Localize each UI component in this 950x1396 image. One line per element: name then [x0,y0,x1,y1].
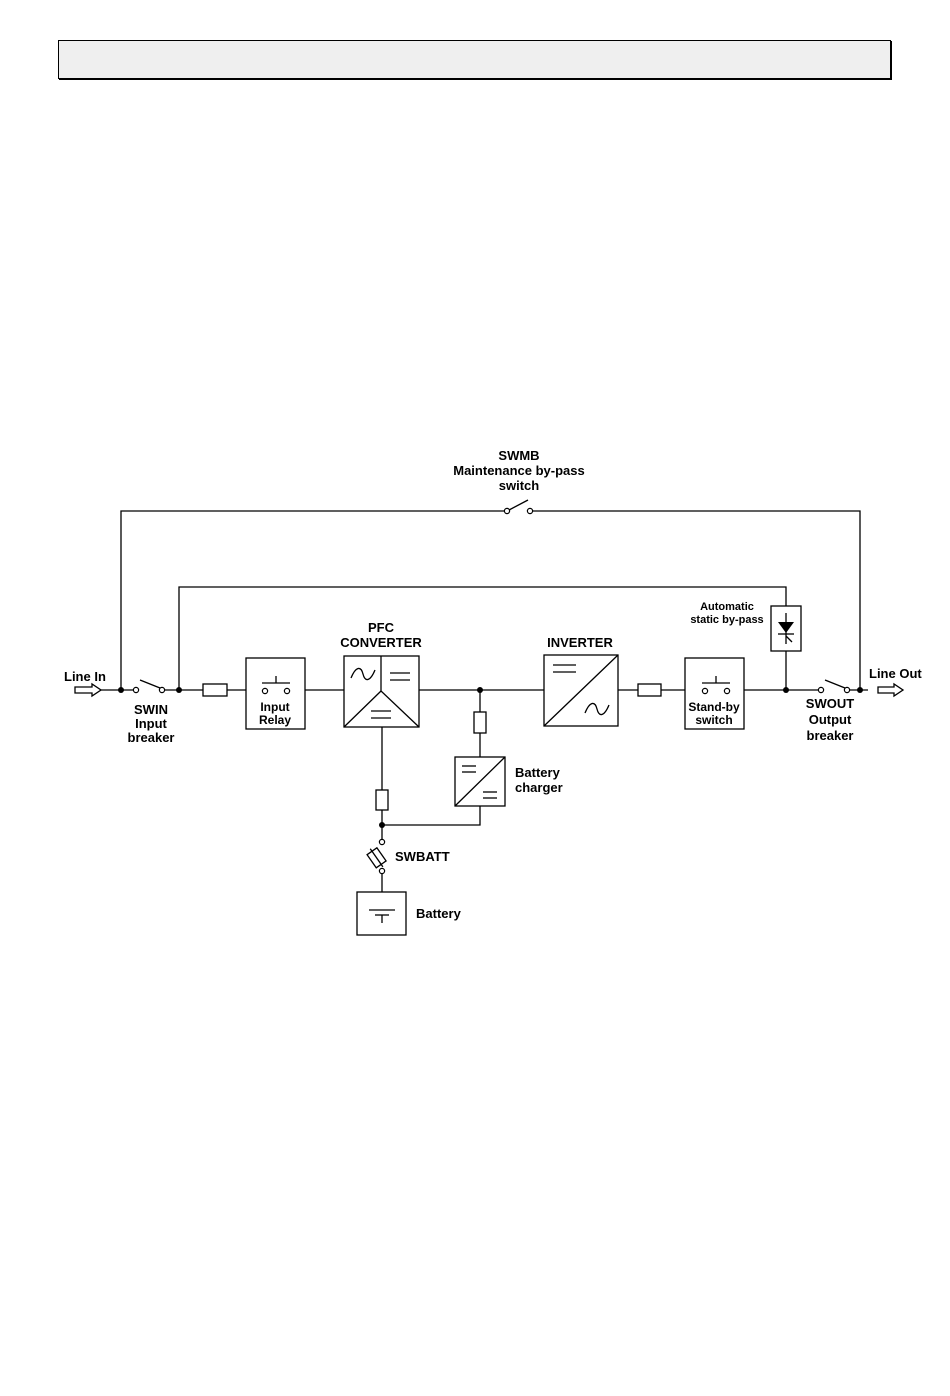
battery-label: Battery [416,906,462,921]
swbatt-label: SWBATT [395,849,450,864]
swmb-line2: switch [499,478,540,493]
swin-switch-symbol[interactable] [133,680,164,693]
fuse-icon [203,684,227,696]
standby-line1: Stand-by [688,700,740,714]
line-in-label: Line In [64,669,106,684]
line-in-arrow-icon [75,684,101,696]
swout-line2: breaker [807,728,854,743]
fuse-icon [638,684,661,696]
swin-line2: breaker [128,730,175,745]
wiring [92,511,868,892]
pfc-line2: CONVERTER [340,635,422,650]
swout-switch-symbol[interactable] [818,680,849,693]
charger-line2: charger [515,780,563,795]
static-bypass-line2: static by-pass [690,614,763,626]
swmb-name: SWMB [498,448,539,463]
battery-block [357,892,406,935]
input-relay-line2: Relay [259,713,291,727]
standby-line2: switch [695,713,732,727]
battery-charger-block [455,757,505,806]
fuse-icon [474,712,486,733]
swin-line1: Input [135,716,167,731]
swout-line1: Output [809,712,852,727]
swout-name: SWOUT [806,696,854,711]
swmb-line1: Maintenance by-pass [453,463,585,478]
inverter-label: INVERTER [547,635,613,650]
line-out-arrow-icon [878,684,903,696]
pfc-converter-block [344,656,419,727]
pfc-line1: PFC [368,620,395,635]
charger-line1: Battery [515,765,561,780]
inverter-block [544,655,618,726]
fuse-icon [376,790,388,810]
swmb-switch-symbol[interactable] [504,500,532,514]
line-out-label: Line Out [869,666,922,681]
static-bypass-line1: Automatic [700,601,754,613]
swin-name: SWIN [134,702,168,717]
input-relay-line1: Input [260,700,289,714]
static-bypass-block [771,606,801,651]
swbatt-switch-symbol[interactable] [365,839,387,873]
